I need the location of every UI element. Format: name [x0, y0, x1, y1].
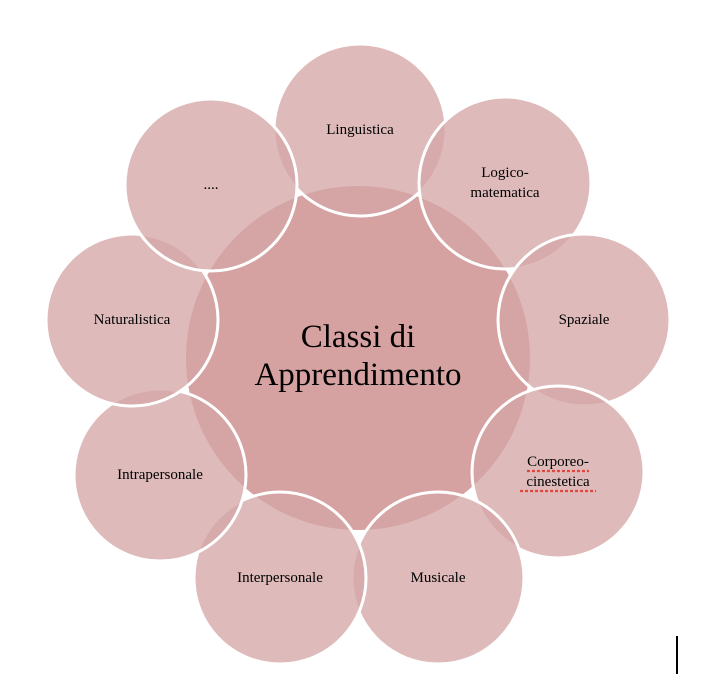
- petal-label-intrapersonale: Intrapersonale: [117, 467, 203, 483]
- petal-label-line: Naturalistica: [94, 312, 171, 328]
- center-title-line: Classi di: [301, 319, 416, 355]
- petal-label-line: matematica: [470, 185, 539, 201]
- petal-label-line: Musicale: [411, 570, 466, 586]
- petal-label-line: Corporeo-: [527, 454, 589, 470]
- petal-label-ellipsis: ....: [204, 177, 219, 193]
- petal-label-line: cinestetica: [526, 474, 590, 490]
- petal-circle-logico-matematica: [417, 95, 593, 271]
- text-cursor: [676, 636, 678, 674]
- petal-label-linguistica: Linguistica: [326, 122, 394, 138]
- petal-circle-interpersonale: [192, 490, 368, 666]
- petal-label-corporeo-cinestetica: Corporeo-cinestetica: [526, 454, 590, 490]
- petal-label-line: Intrapersonale: [117, 467, 203, 483]
- petal-label-line: Logico-: [481, 165, 528, 181]
- petal-label-line: Spaziale: [559, 312, 610, 328]
- petal-circle-naturalistica: [44, 232, 220, 408]
- center-title-line: Apprendimento: [254, 357, 461, 393]
- petal-label-line: Interpersonale: [237, 570, 323, 586]
- petal-label-musicale: Musicale: [411, 570, 466, 586]
- petal-label-spaziale: Spaziale: [559, 312, 610, 328]
- petal-label-line: Linguistica: [326, 122, 394, 138]
- petal-label-line: ....: [204, 177, 219, 193]
- petal-label-logico-matematica: Logico-matematica: [470, 165, 539, 201]
- petal-label-naturalistica: Naturalistica: [94, 312, 171, 328]
- center-circle: [186, 186, 530, 530]
- petal-circle-ellipsis: [123, 97, 299, 273]
- petal-label-interpersonale: Interpersonale: [237, 570, 323, 586]
